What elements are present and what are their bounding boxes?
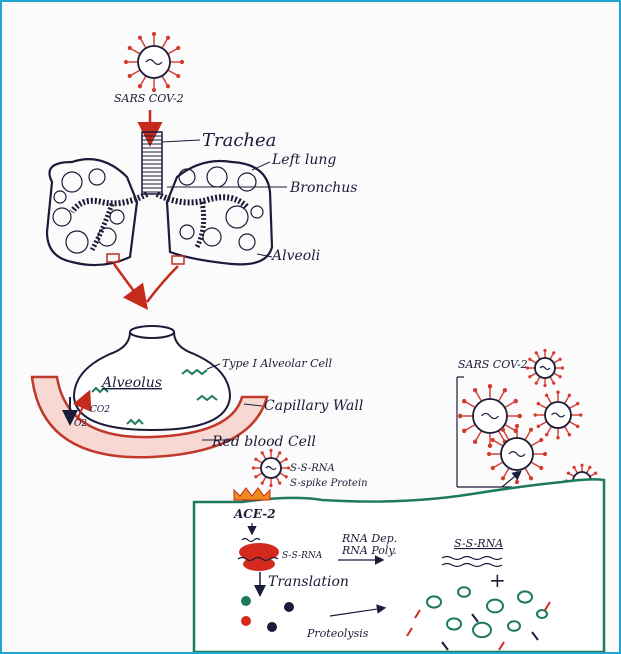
arrow-lung-to-alveolus-left (114, 264, 142, 302)
protein-dot-navy (284, 602, 294, 612)
proteolysis-label: Proteolysis (306, 627, 369, 640)
virus-cluster-3 (534, 391, 583, 440)
virus-icon-top (124, 32, 184, 92)
ace2-label: ACE-2 (233, 507, 276, 521)
virus-icon-docking (252, 449, 290, 487)
type1-cell-label: Type I Alveolar Cell (222, 357, 333, 370)
ss-rna-right-label: S-S-RNA (454, 537, 503, 550)
lung-right-outline (167, 161, 272, 264)
red-blood-cell-label: Red blood Cell (211, 434, 316, 450)
bronchiole-right (197, 202, 204, 247)
rna-poly-label: RNA Poly. (341, 544, 397, 557)
spike-protein-label: S-spike Protein (290, 478, 368, 489)
ss-rna-virus-label: S-S-RNA (290, 463, 335, 474)
ace2-receptor (234, 488, 270, 500)
trachea-tube (142, 132, 162, 194)
virus-top-body (124, 32, 184, 92)
bronchiole-left (92, 204, 112, 250)
bronchus-label: Bronchus (289, 180, 357, 196)
alveolus-opening (130, 326, 174, 338)
capillary-wall-label: Capillary Wall (264, 398, 363, 414)
lungs-illustration (47, 132, 272, 265)
alveoli-label: Alveoli (270, 248, 320, 264)
trachea-label: Trachea (202, 130, 276, 151)
virus-right-label: SARS COV-2 (458, 358, 528, 371)
left-lung-label: Left lung (271, 152, 336, 168)
translation-label: Translation (268, 574, 349, 590)
protein-dot-black (267, 622, 277, 632)
co2-label: CO2 (90, 405, 110, 415)
protein-dot-green (241, 596, 251, 606)
plus-sign: + (489, 568, 506, 592)
virus-cluster (458, 349, 599, 498)
arrow-lung-to-alveolus-right (147, 266, 178, 302)
left-lung-leader (252, 162, 270, 170)
ss-rna-ribosome-label: S-S-RNA (282, 551, 323, 561)
o2-label: O2 (74, 419, 87, 429)
protein-dot-red (241, 616, 251, 626)
virus-cluster-1 (526, 349, 564, 387)
alveolus-label: Alveolus (100, 375, 162, 391)
alveolus-marker-right (172, 256, 184, 264)
trachea-leader (162, 140, 200, 142)
virus-top-label: SARS COV-2 (114, 92, 184, 105)
virus-dock-body (252, 449, 290, 487)
